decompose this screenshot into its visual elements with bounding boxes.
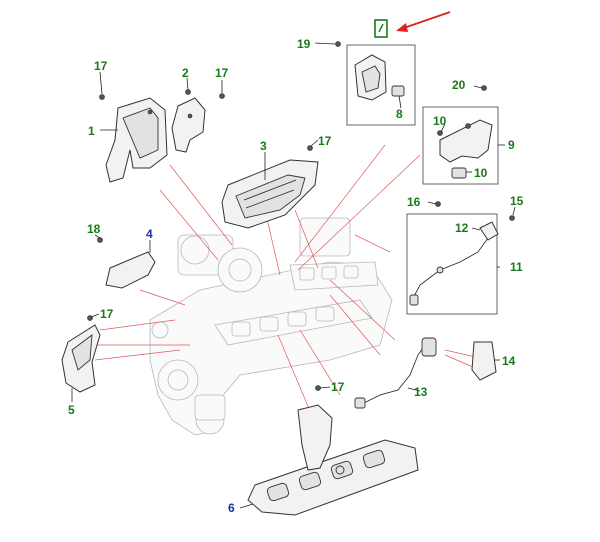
label-part-8: 8 <box>396 107 403 121</box>
attention-arrow <box>396 11 451 32</box>
label-part-18: 18 <box>87 222 101 236</box>
highlighted-item-box[interactable] <box>374 19 388 38</box>
part-2-bracket[interactable] <box>171 97 206 153</box>
group-box-9 <box>422 106 499 185</box>
label-part-10: 10 <box>474 166 488 180</box>
label-part-17: 17 <box>100 307 114 321</box>
label-part-4: 4 <box>146 227 153 241</box>
label-part-19: 19 <box>297 37 311 51</box>
label-part-15: 15 <box>510 194 524 208</box>
part-1-heat-shield[interactable] <box>105 97 168 183</box>
label-part-2: 2 <box>182 66 189 80</box>
label-part-16: 16 <box>407 195 421 209</box>
part-3-upper-heat-shield[interactable] <box>221 159 319 229</box>
manifold-bracket[interactable] <box>297 404 333 471</box>
part-14-connector[interactable] <box>471 341 497 381</box>
label-part-17: 17 <box>331 380 345 394</box>
part-5-lower-shield[interactable] <box>61 324 101 393</box>
group-box-11 <box>406 213 499 315</box>
part-4-small-shield[interactable] <box>105 251 156 289</box>
label-part-13: 13 <box>414 385 428 399</box>
part-13-temperature-sensor[interactable] <box>354 337 437 409</box>
fasteners <box>87 41 515 391</box>
label-part-6: 6 <box>228 501 235 515</box>
label-part-1: 1 <box>88 124 95 138</box>
label-part-10: 10 <box>433 114 447 128</box>
label-part-14: 14 <box>502 354 516 368</box>
leader-lines <box>71 42 516 509</box>
label-part-3: 3 <box>260 139 267 153</box>
part-labels: 17 1 2 17 3 17 18 4 17 5 6 17 19 8 20 10… <box>68 37 524 515</box>
label-part-9: 9 <box>508 138 515 152</box>
label-part-5: 5 <box>68 403 75 417</box>
group-box-8 <box>346 44 416 126</box>
label-part-17: 17 <box>215 66 229 80</box>
part-6-manifold-gasket[interactable] <box>247 439 419 516</box>
label-part-17: 17 <box>94 59 108 73</box>
label-part-20: 20 <box>452 78 466 92</box>
label-part-17: 17 <box>318 134 332 148</box>
label-part-12: 12 <box>455 221 469 235</box>
engine-block-outline <box>149 217 393 436</box>
label-part-11: 11 <box>510 260 523 274</box>
